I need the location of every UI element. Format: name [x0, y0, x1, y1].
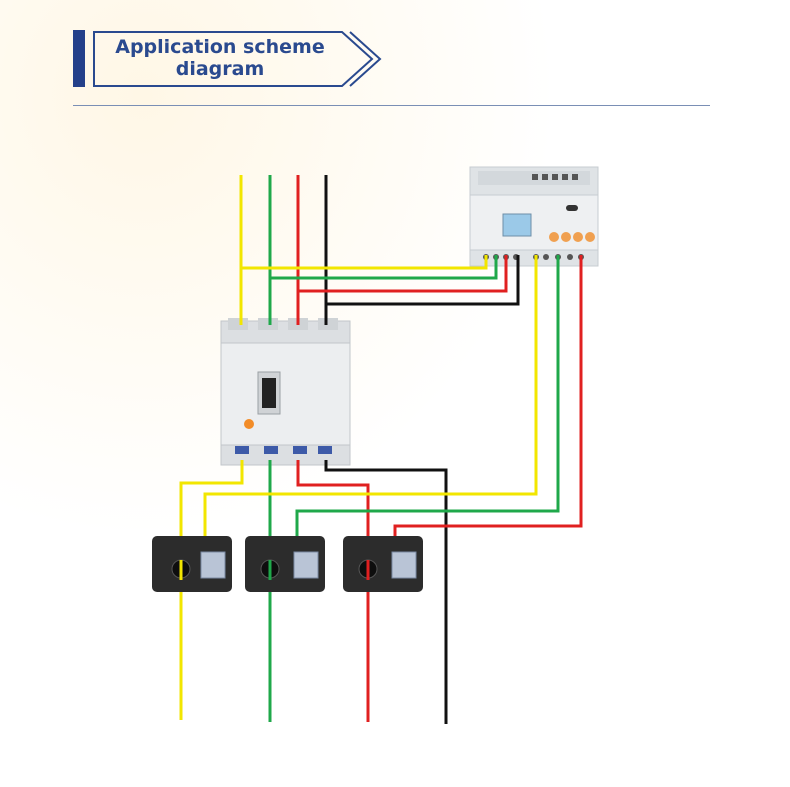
wire-out-red — [296, 460, 370, 722]
current-transformer-2 — [245, 536, 325, 592]
wire-voltage-yellow — [241, 255, 488, 270]
header-title-box: Application scheme diagram — [92, 30, 382, 88]
wire-voltage-red — [298, 255, 508, 293]
breaker-toggle — [262, 378, 276, 408]
current-transformer-1 — [152, 536, 232, 592]
wire-ct-red — [393, 255, 583, 548]
meter-status-led — [566, 205, 578, 211]
wire-voltage-green — [270, 255, 498, 280]
wires-through-ct — [179, 560, 370, 580]
meter-lcd-display — [502, 213, 532, 237]
wire-out-yellow — [179, 460, 244, 720]
circuit-breaker — [220, 318, 351, 466]
breaker-test-button — [244, 419, 254, 429]
header-arrow-frame — [93, 31, 382, 87]
meter-buttons — [549, 232, 595, 242]
wire-ct-yellow — [203, 255, 538, 548]
wire-voltage-black — [326, 255, 520, 306]
current-transformer-3 — [343, 536, 423, 592]
energy-meter — [469, 166, 599, 267]
page-title: Application scheme diagram — [115, 36, 325, 80]
meter-top-terminals — [532, 174, 578, 180]
header-divider — [73, 105, 710, 106]
wire-ct-green — [295, 255, 560, 548]
breaker-bottom-terminals — [235, 446, 332, 454]
header-accent-bar — [73, 30, 85, 87]
wire-out-black — [324, 460, 448, 724]
